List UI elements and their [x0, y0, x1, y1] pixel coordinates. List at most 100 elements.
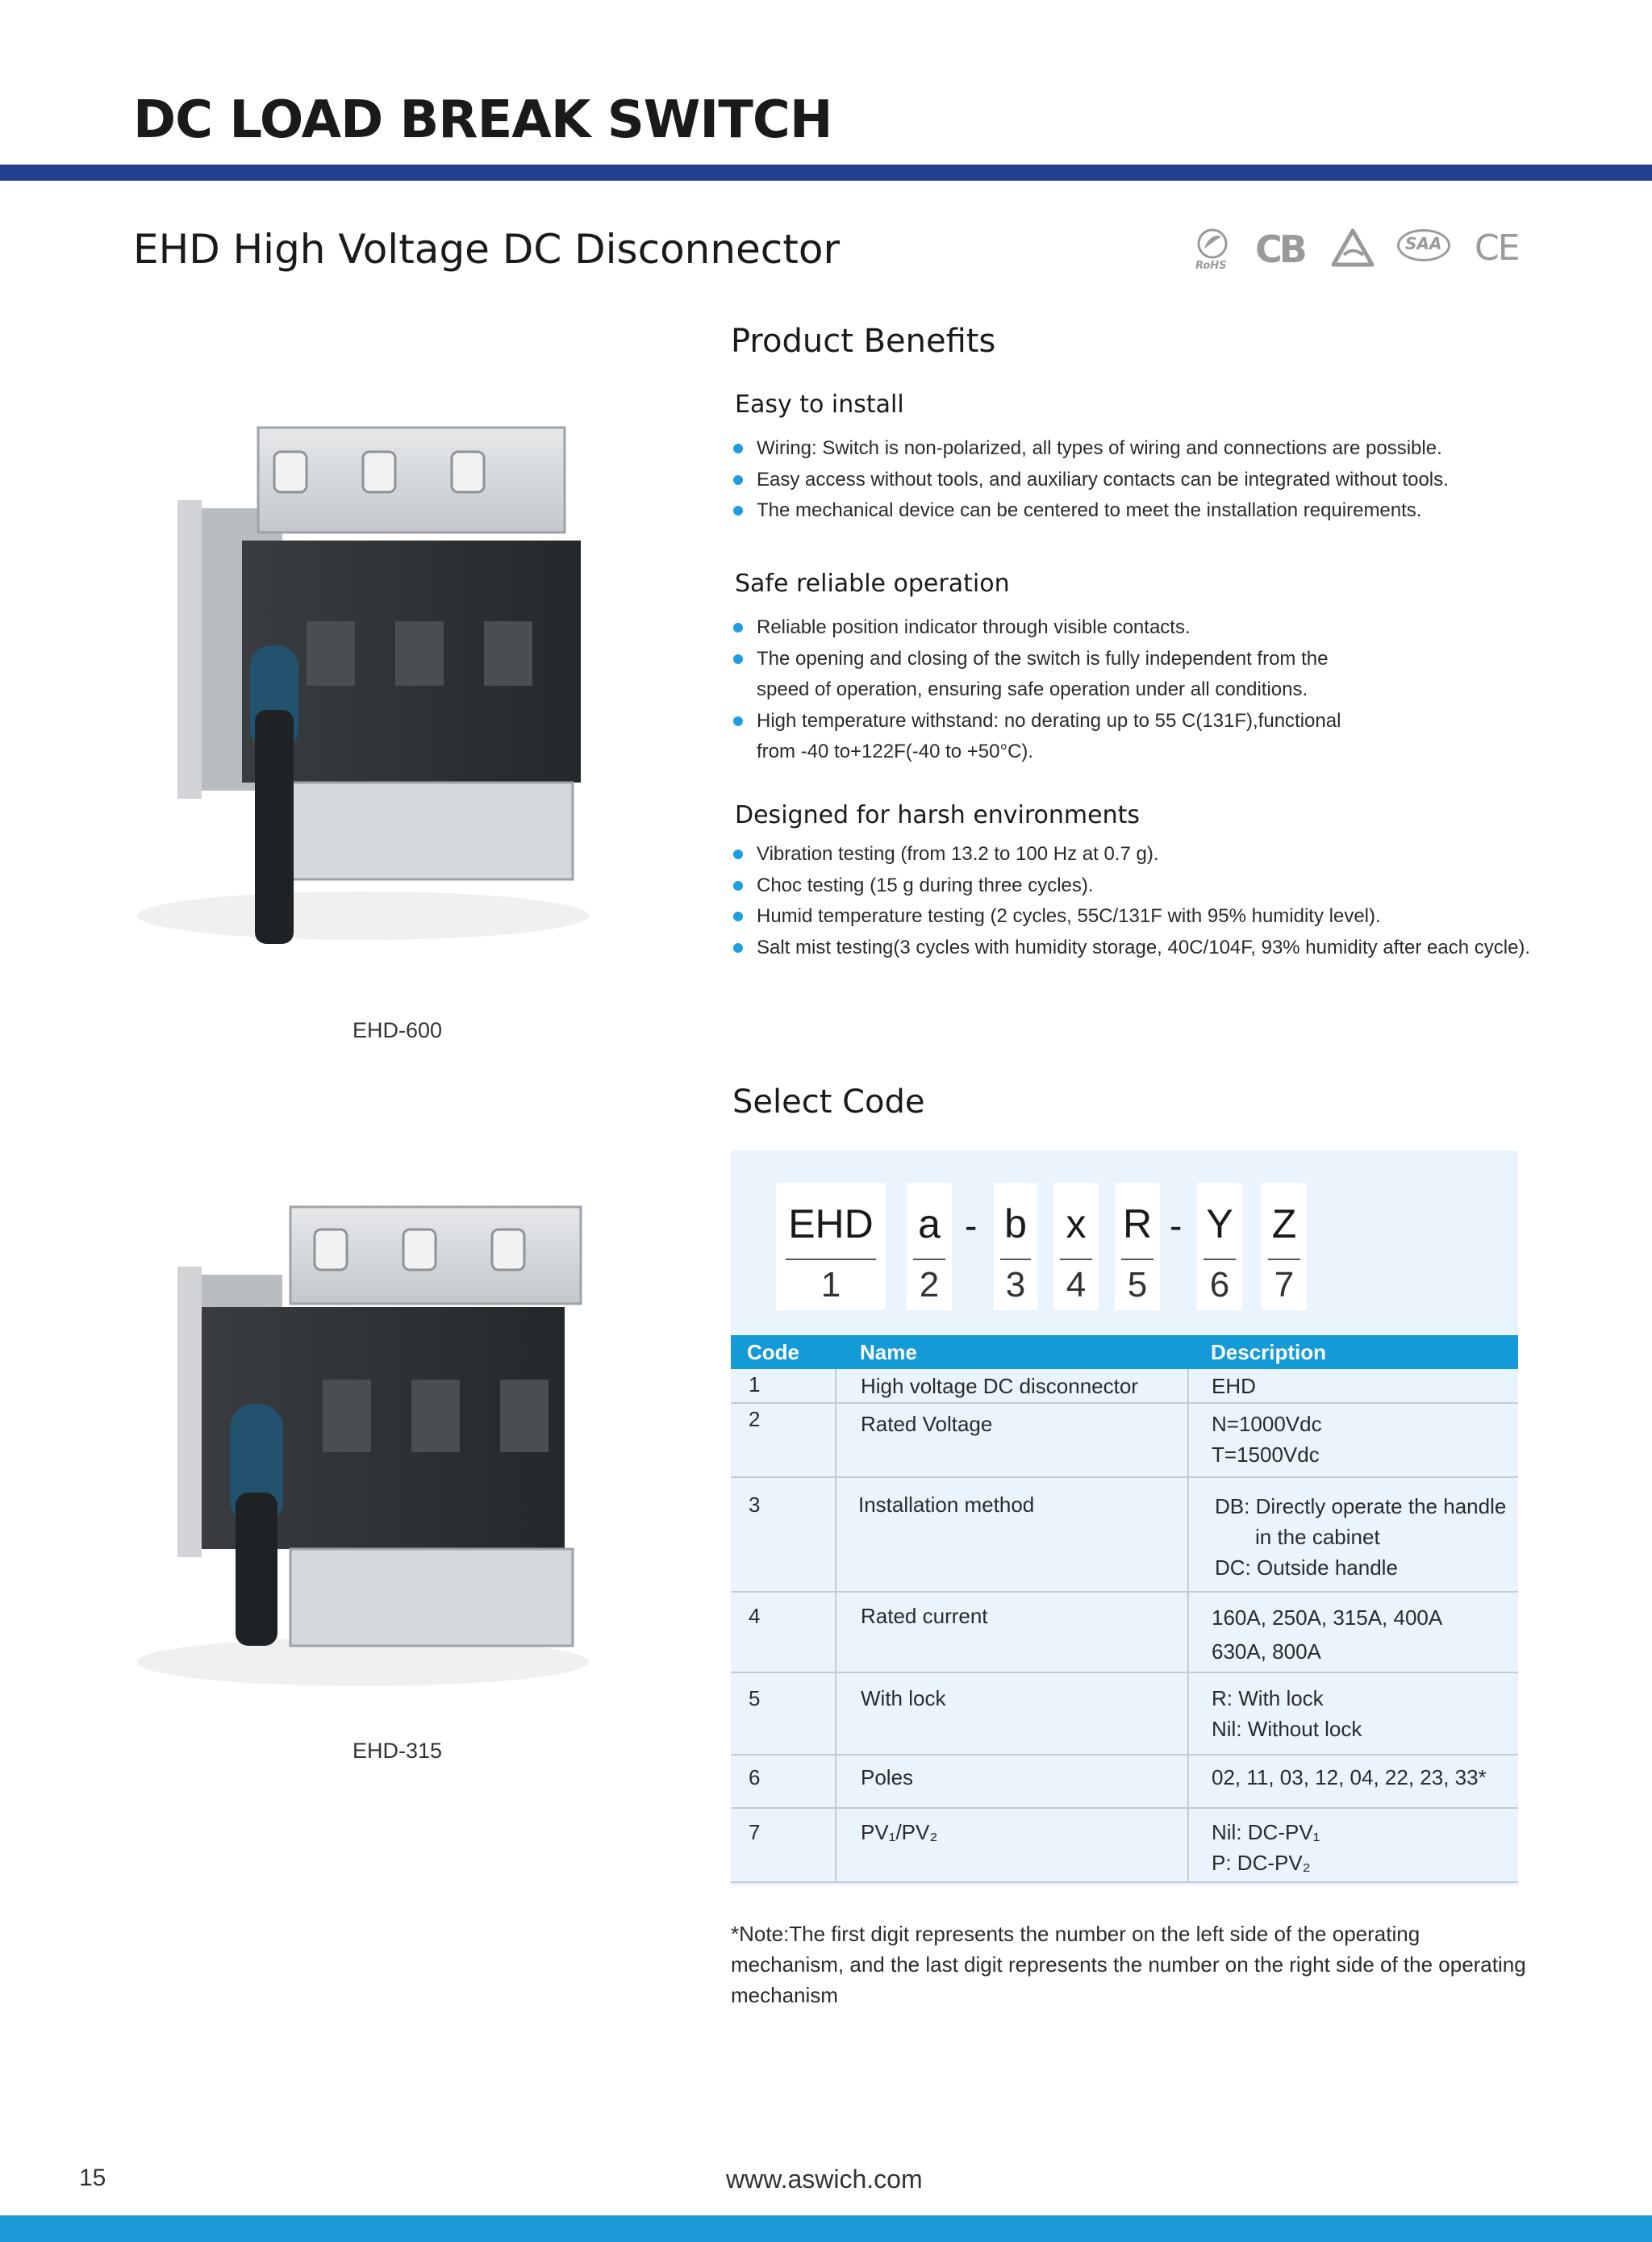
cell-description: EHD: [1188, 1369, 1518, 1404]
saa-label: SAA: [1405, 234, 1442, 253]
cell-code: 3: [731, 1477, 836, 1593]
table-row: 6 Poles 02, 11, 03, 12, 04, 22, 23, 33*: [731, 1755, 1518, 1809]
code-segment-number: 4: [1066, 1265, 1087, 1305]
rohs-icon: RoHS: [1192, 228, 1233, 274]
description-line: R: With lock: [1212, 1686, 1324, 1710]
cell-code: 1: [731, 1369, 836, 1404]
benefit-list-safe: Reliable position indicator through visi…: [731, 612, 1344, 768]
cell-name: Rated current: [836, 1592, 1189, 1673]
cell-name: Rated Voltage: [836, 1403, 1189, 1478]
cell-description: 02, 11, 03, 12, 04, 22, 23, 33*: [1188, 1755, 1518, 1809]
benefit-heading-install: Easy to install: [735, 390, 904, 419]
description-line: DB: Directly operate the handle: [1215, 1494, 1507, 1518]
list-item: Humid temperature testing (2 cycles, 55C…: [731, 901, 1537, 933]
cb-icon: CB: [1255, 228, 1310, 271]
list-item: The opening and closing of the switch is…: [731, 644, 1344, 706]
cell-description: Nil: DC-PV₁ P: DC-PV₂: [1188, 1808, 1518, 1883]
code-segment-number: 1: [820, 1265, 841, 1305]
column-header-name: Name: [836, 1335, 1188, 1369]
table-row: 7 PV₁/PV₂ Nil: DC-PV₁ P: DC-PV₂: [731, 1808, 1518, 1883]
table-header-row: Code Name Description: [731, 1335, 1518, 1369]
benefits-title: Product Benefits: [731, 323, 996, 360]
description-line: N=1000Vdc: [1212, 1412, 1322, 1436]
product-image-ehd-315: [137, 1205, 589, 1686]
description-line: T=1500Vdc: [1212, 1442, 1320, 1467]
list-item: Vibration testing (from 13.2 to 100 Hz a…: [731, 839, 1537, 870]
cell-code: 4: [731, 1592, 836, 1673]
page-subtitle: EHD High Voltage DC Disconnector: [133, 226, 841, 273]
table-row: 4 Rated current 160A, 250A, 315A, 400A 6…: [731, 1592, 1518, 1673]
cell-description: R: With lock Nil: Without lock: [1188, 1672, 1518, 1756]
product-caption-ehd-600: EHD-600: [353, 1018, 443, 1042]
list-item: Easy access without tools, and auxiliary…: [731, 465, 1537, 496]
description-line: 630A, 800A: [1212, 1639, 1321, 1664]
description-line: in the cabinet: [1255, 1525, 1380, 1549]
website-url: www.aswich.com: [726, 2165, 923, 2194]
footer-bar: [0, 2215, 1652, 2242]
code-segment-3: b 3: [994, 1183, 1037, 1310]
description-line: 160A, 250A, 315A, 400A: [1212, 1605, 1443, 1630]
select-code-title: Select Code: [732, 1083, 925, 1121]
cell-name: PV₁/PV₂: [836, 1808, 1189, 1883]
list-item: Salt mist testing(3 cycles with humidity…: [731, 933, 1537, 964]
code-segment-symbol: x: [1066, 1201, 1087, 1246]
benefit-heading-harsh: Designed for harsh environments: [735, 801, 1141, 829]
header-rule: [0, 165, 1652, 181]
cell-description: N=1000Vdc T=1500Vdc: [1188, 1403, 1518, 1478]
cell-name: Poles: [836, 1755, 1189, 1809]
page-number: 15: [79, 2165, 106, 2191]
page-title: DC LOAD BREAK SWITCH: [133, 90, 832, 150]
column-header-description: Description: [1188, 1335, 1518, 1369]
list-item: Reliable position indicator through visi…: [731, 612, 1344, 644]
code-segment-5: R 5: [1115, 1183, 1160, 1310]
description-line: 02, 11, 03, 12, 04, 22, 23, 33*: [1212, 1765, 1487, 1789]
table-row: 5 With lock R: With lock Nil: Without lo…: [731, 1672, 1518, 1756]
cell-code: 7: [731, 1808, 836, 1883]
cell-description: DB: Directly operate the handle in the c…: [1188, 1477, 1518, 1593]
description-line: Nil: DC-PV₁: [1212, 1820, 1320, 1844]
table-row: 2 Rated Voltage N=1000Vdc T=1500Vdc: [731, 1403, 1518, 1478]
code-segment-symbol: EHD: [788, 1201, 874, 1246]
code-segment-number: 7: [1274, 1265, 1295, 1305]
table-row: 1 High voltage DC disconnector EHD: [731, 1369, 1518, 1404]
description-line: Nil: Without lock: [1212, 1717, 1362, 1741]
description-line: DC: Outside handle: [1215, 1555, 1398, 1580]
cell-name: High voltage DC disconnector: [836, 1369, 1189, 1404]
code-segment-6: Y 6: [1197, 1183, 1242, 1310]
code-segment-symbol: Z: [1271, 1201, 1297, 1246]
benefit-list-install: Wiring: Switch is non-polarized, all typ…: [731, 433, 1537, 527]
cell-description: 160A, 250A, 315A, 400A 630A, 800A: [1188, 1592, 1518, 1673]
code-segment-symbol: R: [1122, 1201, 1153, 1246]
product-image-ehd-600: [137, 426, 589, 944]
code-segment-symbol: b: [1004, 1201, 1027, 1246]
list-item: Wiring: Switch is non-polarized, all typ…: [731, 433, 1537, 465]
code-table: Code Name Description 1 High voltage DC …: [731, 1335, 1518, 1883]
benefit-list-harsh: Vibration testing (from 13.2 to 100 Hz a…: [731, 839, 1537, 963]
code-segment-7: Z 7: [1262, 1183, 1307, 1310]
code-segment-number: 2: [919, 1265, 940, 1305]
code-segment-2: a 2: [907, 1183, 952, 1310]
code-segment-4: x 4: [1053, 1183, 1099, 1310]
code-dash: -: [1170, 1205, 1183, 1246]
benefit-heading-safe: Safe reliable operation: [735, 570, 1010, 598]
ce-label: CE: [1475, 228, 1521, 269]
code-segment-symbol: a: [918, 1201, 941, 1246]
code-dash: -: [965, 1205, 978, 1246]
description-line: P: DC-PV₂: [1212, 1851, 1311, 1875]
footnote: *Note:The first digit represents the num…: [731, 1922, 1526, 2007]
saa-icon: SAA: [1395, 228, 1454, 271]
code-segment-1: EHD 1: [776, 1183, 886, 1310]
cell-code: 5: [731, 1672, 836, 1756]
product-caption-ehd-315: EHD-315: [353, 1739, 443, 1763]
cb-label: CB: [1255, 228, 1308, 271]
rohs-label: RoHS: [1195, 260, 1227, 272]
column-header-code: Code: [731, 1335, 836, 1369]
code-segment-number: 3: [1005, 1265, 1026, 1305]
cell-code: 2: [731, 1403, 836, 1478]
list-item: Choc testing (15 g during three cycles).: [731, 870, 1537, 902]
ce-icon: CE: [1475, 228, 1521, 269]
list-item: High temperature withstand: no derating …: [731, 706, 1344, 768]
cell-name: Installation method: [836, 1477, 1189, 1593]
code-segment-number: 5: [1127, 1265, 1148, 1305]
code-segment-symbol: Y: [1206, 1201, 1233, 1246]
